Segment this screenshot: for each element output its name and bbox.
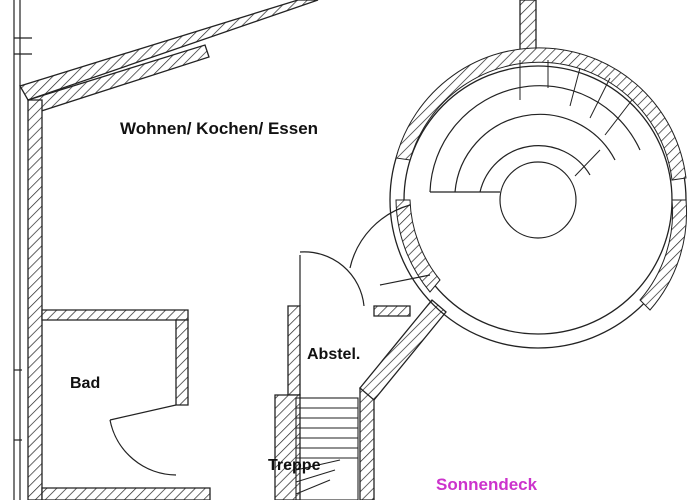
label-living: Wohnen/ Kochen/ Essen: [120, 119, 318, 138]
wall-storage-top: [373, 305, 411, 317]
wall-bath-top: [41, 309, 189, 321]
label-bath: Bad: [70, 375, 100, 392]
staircase: [295, 397, 359, 500]
label-deck: Sonnendeck: [436, 475, 538, 494]
wall-stair-right: [359, 387, 375, 500]
bath-door-swing: [109, 419, 177, 476]
bath-door-leaf: [109, 404, 177, 421]
label-storage: Abstel.: [307, 346, 360, 363]
doors: [109, 204, 431, 476]
wall-left-outer: [27, 99, 43, 500]
wall-bath-right: [175, 319, 189, 406]
storage-door-swing: [299, 251, 365, 307]
wall-storage-left: [287, 305, 301, 396]
wall-right-upper: [519, 0, 537, 53]
wall-bottom: [41, 487, 211, 500]
wall-diagonal-tower: [359, 299, 447, 401]
label-stairs: Treppe: [268, 457, 321, 474]
tower-door-swing: [349, 204, 411, 269]
wall-storage-lower: [274, 394, 301, 500]
wall-top-diagonal: [19, 0, 319, 101]
left-edge-lines: [13, 0, 32, 500]
walls: [19, 0, 537, 500]
tower: [389, 47, 688, 349]
